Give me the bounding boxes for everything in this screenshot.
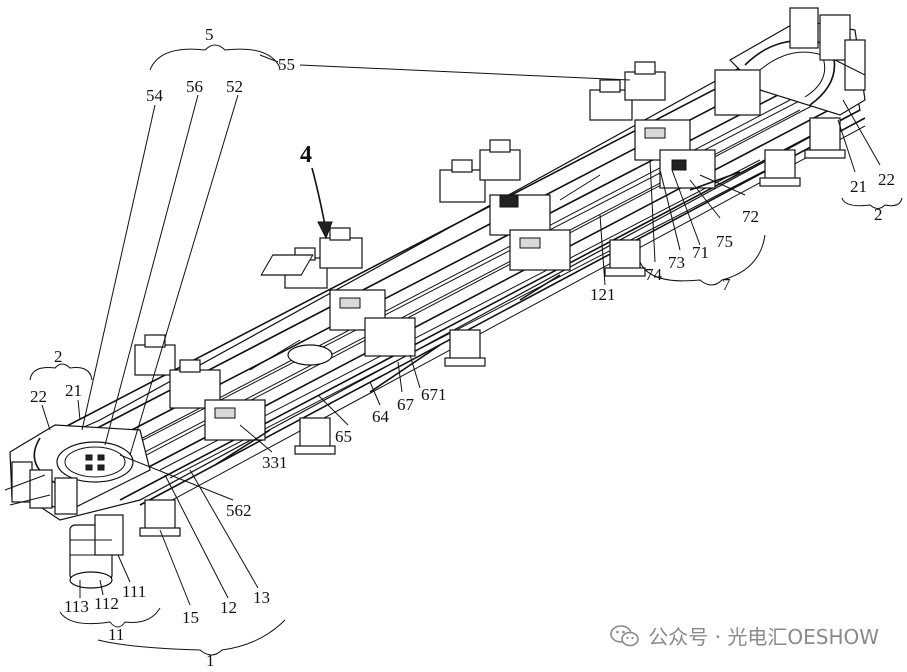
carrier [509, 229, 571, 271]
carrier [204, 399, 266, 441]
carrier [489, 194, 551, 236]
label-671: 671 [421, 385, 447, 404]
leg [804, 117, 846, 159]
label-2-right: 2 [874, 205, 883, 224]
label-4: 4 [300, 142, 312, 168]
drive-motor [69, 514, 124, 589]
carrier [134, 334, 176, 376]
label-562: 562 [226, 501, 252, 520]
watermark-text: 公众号 · 光电汇OESHOW [648, 625, 879, 649]
leg [604, 239, 646, 277]
base-plates [249, 174, 601, 371]
label-21-left: 21 [65, 381, 82, 400]
label-21-right: 21 [850, 177, 867, 196]
label-7: 7 [722, 275, 731, 294]
label-331: 331 [262, 453, 288, 472]
reference-numerals: 5 55 54 56 52 4 2 22 21 2 22 21 72 75 71… [30, 25, 895, 670]
label-15: 15 [182, 608, 199, 627]
watermark: 公众号 · 光电汇OESHOW [610, 621, 879, 650]
label-54: 54 [146, 86, 164, 105]
label-71: 71 [692, 243, 709, 262]
label-22-left: 22 [30, 387, 47, 406]
label-111: 111 [122, 582, 146, 601]
carrier [439, 159, 486, 203]
carrier [624, 61, 666, 101]
label-13: 13 [253, 588, 270, 607]
leader-lines [29, 44, 903, 656]
wechat-icon [610, 624, 640, 646]
label-65: 65 [335, 427, 352, 446]
label-52: 52 [226, 77, 243, 96]
carrier [319, 227, 363, 269]
carrier [714, 69, 761, 116]
label-67: 67 [397, 395, 415, 414]
label-55: 55 [278, 55, 295, 74]
support-legs [139, 117, 846, 537]
left-end-turntable [4, 424, 151, 515]
label-56: 56 [186, 77, 203, 96]
label-2-left: 2 [54, 347, 63, 366]
leg [139, 499, 181, 537]
label-22-right: 22 [878, 170, 895, 189]
label-112: 112 [94, 594, 119, 613]
label-1: 1 [206, 651, 215, 670]
label-74: 74 [645, 265, 663, 284]
leg [294, 417, 336, 455]
label-12: 12 [220, 598, 237, 617]
leg [444, 329, 486, 367]
carrier [479, 139, 521, 181]
label-113: 113 [64, 597, 89, 616]
label-75: 75 [716, 232, 733, 251]
label-64: 64 [372, 407, 390, 426]
right-end-turntable [729, 7, 866, 116]
label-73: 73 [668, 253, 685, 272]
carrier [364, 317, 416, 357]
label-72: 72 [742, 207, 759, 226]
leg [759, 149, 801, 187]
carrier [659, 149, 716, 189]
label-5: 5 [205, 25, 214, 44]
guide-rods [214, 171, 741, 466]
label-121: 121 [590, 285, 616, 304]
label-11: 11 [108, 625, 124, 644]
